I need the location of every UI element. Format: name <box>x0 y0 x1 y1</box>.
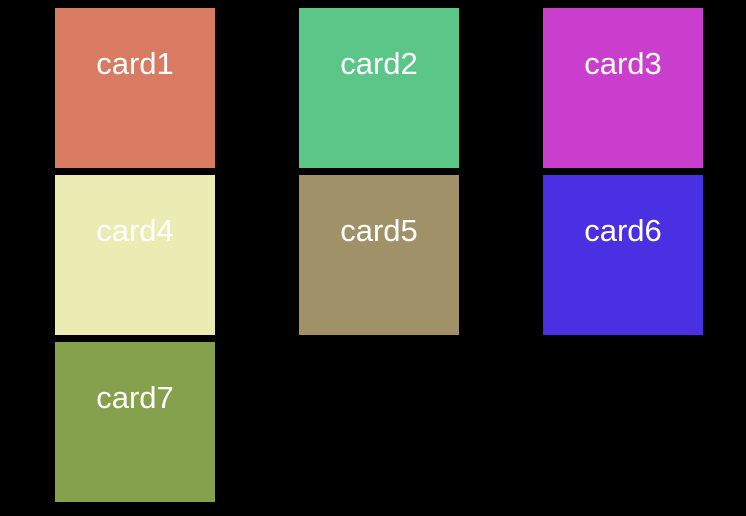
card-7: card7 <box>55 342 215 502</box>
card-2: card2 <box>299 8 459 168</box>
card-3: card3 <box>543 8 703 168</box>
card-1: card1 <box>55 8 215 168</box>
card-grid: card1 card2 card3 card4 card5 card6 card… <box>55 8 703 502</box>
card-4: card4 <box>55 175 215 335</box>
card-5: card5 <box>299 175 459 335</box>
card-3-label: card3 <box>584 46 662 81</box>
card-5-label: card5 <box>340 213 418 248</box>
card-2-label: card2 <box>340 46 418 81</box>
card-6: card6 <box>543 175 703 335</box>
card-4-label: card4 <box>96 213 174 248</box>
card-7-label: card7 <box>96 380 174 415</box>
card-6-label: card6 <box>584 213 662 248</box>
card-1-label: card1 <box>96 46 174 81</box>
